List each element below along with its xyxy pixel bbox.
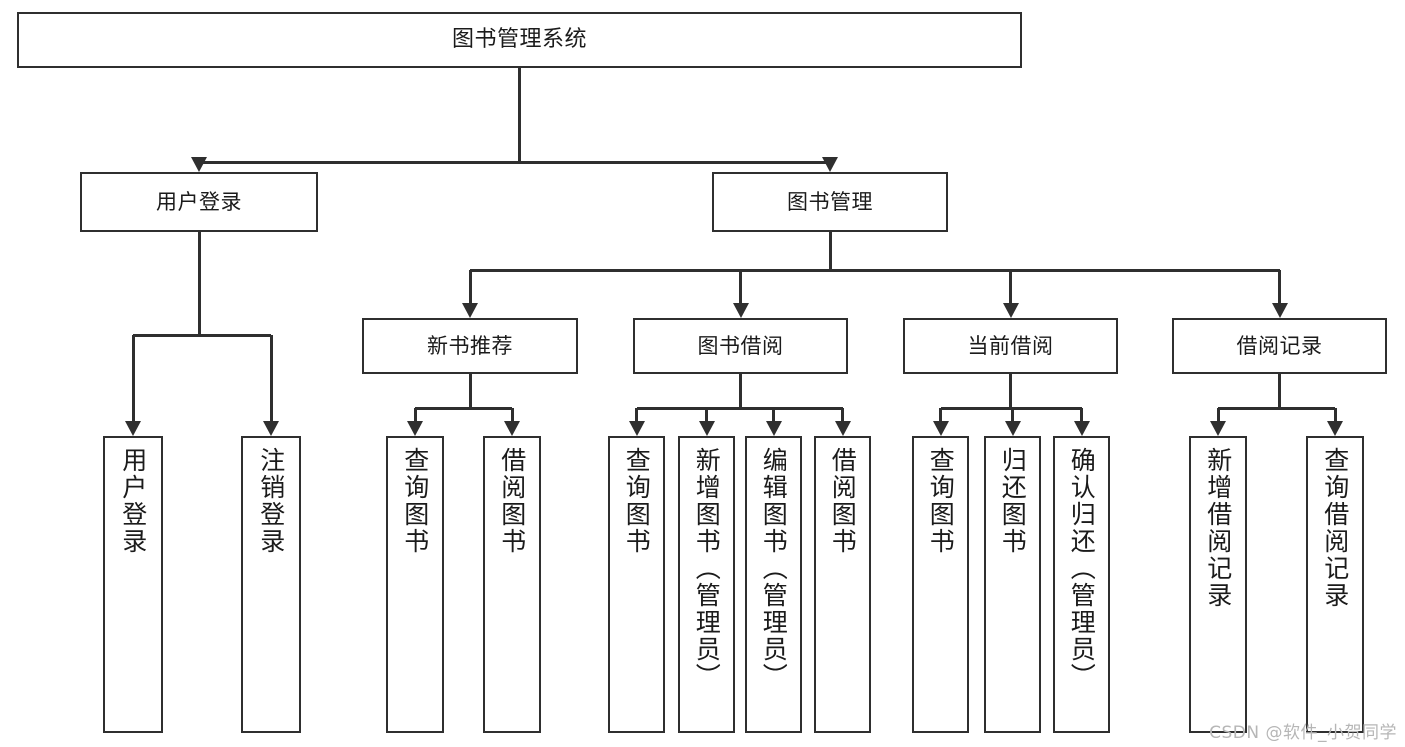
node-label: 图书借阅 — [697, 333, 784, 358]
connector-drop — [413, 408, 417, 423]
connector-drop — [705, 408, 708, 423]
node-label: 用户登录 — [118, 447, 148, 555]
arrow-head-icon — [1210, 421, 1226, 436]
node-root-图书管理系统[interactable]: 图书管理系统 — [17, 12, 1022, 68]
node-borrow-record[interactable]: 借阅记录 — [1172, 318, 1387, 374]
node-book-management[interactable]: 图书管理 — [712, 172, 948, 232]
leaf-node-edit-book-admin[interactable]: 编辑图书（管理员） — [745, 436, 802, 733]
arrow-head-icon — [628, 421, 645, 436]
leaf-node-query-book-2[interactable]: 查询图书 — [608, 436, 665, 733]
arrow-head-icon — [1271, 303, 1288, 318]
connector-bus — [1218, 406, 1335, 410]
arrow-head-icon — [732, 303, 749, 318]
connector-drop — [635, 408, 638, 423]
connector-drop — [1216, 408, 1220, 423]
node-label: 新书推荐 — [427, 333, 513, 358]
node-new-book-recommend[interactable]: 新书推荐 — [362, 318, 578, 374]
connector-drop — [772, 408, 775, 423]
connector-drop — [510, 408, 514, 423]
connector-drop — [1011, 408, 1014, 423]
connector-drop — [739, 270, 742, 305]
leaf-node-query-book-1[interactable]: 查询图书 — [386, 436, 444, 733]
node-label: 查询图书 — [622, 447, 652, 555]
connector-drop — [131, 335, 135, 423]
connector-drop — [468, 270, 472, 305]
leaf-node-add-borrow-record[interactable]: 新增借阅记录 — [1189, 436, 1247, 733]
connector-bus — [636, 406, 843, 410]
node-label: 借阅记录 — [1236, 333, 1323, 358]
arrow-head-icon — [1002, 303, 1019, 318]
connector-drop — [1009, 270, 1012, 305]
node-label: 查询借阅记录 — [1320, 447, 1350, 609]
node-book-borrow[interactable]: 图书借阅 — [633, 318, 848, 374]
leaf-node-confirm-return-admin[interactable]: 确认归还（管理员） — [1053, 436, 1110, 733]
connector-drop — [1333, 408, 1337, 423]
node-label: 图书管理 — [787, 189, 873, 214]
connector-stem — [197, 232, 201, 335]
connector-stem — [828, 232, 832, 270]
connector-drop — [841, 408, 844, 423]
node-label: 查询图书 — [926, 447, 956, 555]
arrow-head-icon — [822, 157, 838, 172]
node-label: 查询图书 — [400, 447, 430, 555]
connector-bus — [470, 268, 1280, 272]
node-label: 新增借阅记录 — [1203, 447, 1233, 609]
leaf-node-query-book-3[interactable]: 查询图书 — [912, 436, 969, 733]
leaf-node-borrow-book-2[interactable]: 借阅图书 — [814, 436, 871, 733]
connector-drop — [939, 408, 942, 423]
node-label: 用户登录 — [156, 189, 242, 214]
arrow-head-icon — [504, 421, 520, 436]
leaf-node-user-logout[interactable]: 注销登录 — [241, 436, 301, 733]
leaf-node-query-borrow-record[interactable]: 查询借阅记录 — [1306, 436, 1364, 733]
node-current-borrow[interactable]: 当前借阅 — [903, 318, 1118, 374]
arrow-head-icon — [834, 421, 851, 436]
arrow-head-icon — [932, 421, 949, 436]
leaf-node-add-book-admin[interactable]: 新增图书（管理员） — [678, 436, 735, 733]
node-label: 借阅图书 — [828, 447, 858, 555]
node-label: 归还图书 — [998, 447, 1028, 555]
leaf-node-user-login[interactable]: 用户登录 — [103, 436, 163, 733]
arrow-head-icon — [263, 421, 279, 436]
leaf-node-borrow-book-1[interactable]: 借阅图书 — [483, 436, 541, 733]
connector-stem — [1278, 374, 1281, 408]
arrow-head-icon — [765, 421, 782, 436]
arrow-head-icon — [1073, 421, 1090, 436]
connector-bus — [133, 333, 271, 337]
arrow-head-icon — [462, 303, 478, 318]
connector-stem — [468, 374, 472, 408]
node-label: 注销登录 — [256, 447, 286, 555]
arrow-head-icon — [125, 421, 141, 436]
connector-drop — [1278, 270, 1281, 305]
connector-bus — [199, 160, 830, 164]
connector-stem — [1009, 374, 1012, 408]
arrow-head-icon — [191, 157, 207, 172]
node-label: 当前借阅 — [967, 333, 1054, 358]
node-label: 新增图书（管理员） — [692, 447, 722, 690]
connector-stem — [518, 68, 521, 162]
connector-drop — [1080, 408, 1083, 423]
arrow-head-icon — [407, 421, 423, 436]
arrow-head-icon — [698, 421, 715, 436]
leaf-node-return-book[interactable]: 归还图书 — [984, 436, 1041, 733]
connector-drop — [269, 335, 273, 423]
node-label: 图书管理系统 — [451, 27, 587, 53]
node-user-login[interactable]: 用户登录 — [80, 172, 318, 232]
connector-bus — [415, 406, 512, 410]
arrow-head-icon — [1004, 421, 1021, 436]
watermark-text: CSDN @软件_小贺同学 — [1209, 723, 1397, 743]
node-label: 编辑图书（管理员） — [759, 447, 789, 690]
node-label: 确认归还（管理员） — [1067, 447, 1097, 690]
arrow-head-icon — [1327, 421, 1343, 436]
connector-stem — [739, 374, 742, 408]
node-label: 借阅图书 — [497, 447, 527, 555]
